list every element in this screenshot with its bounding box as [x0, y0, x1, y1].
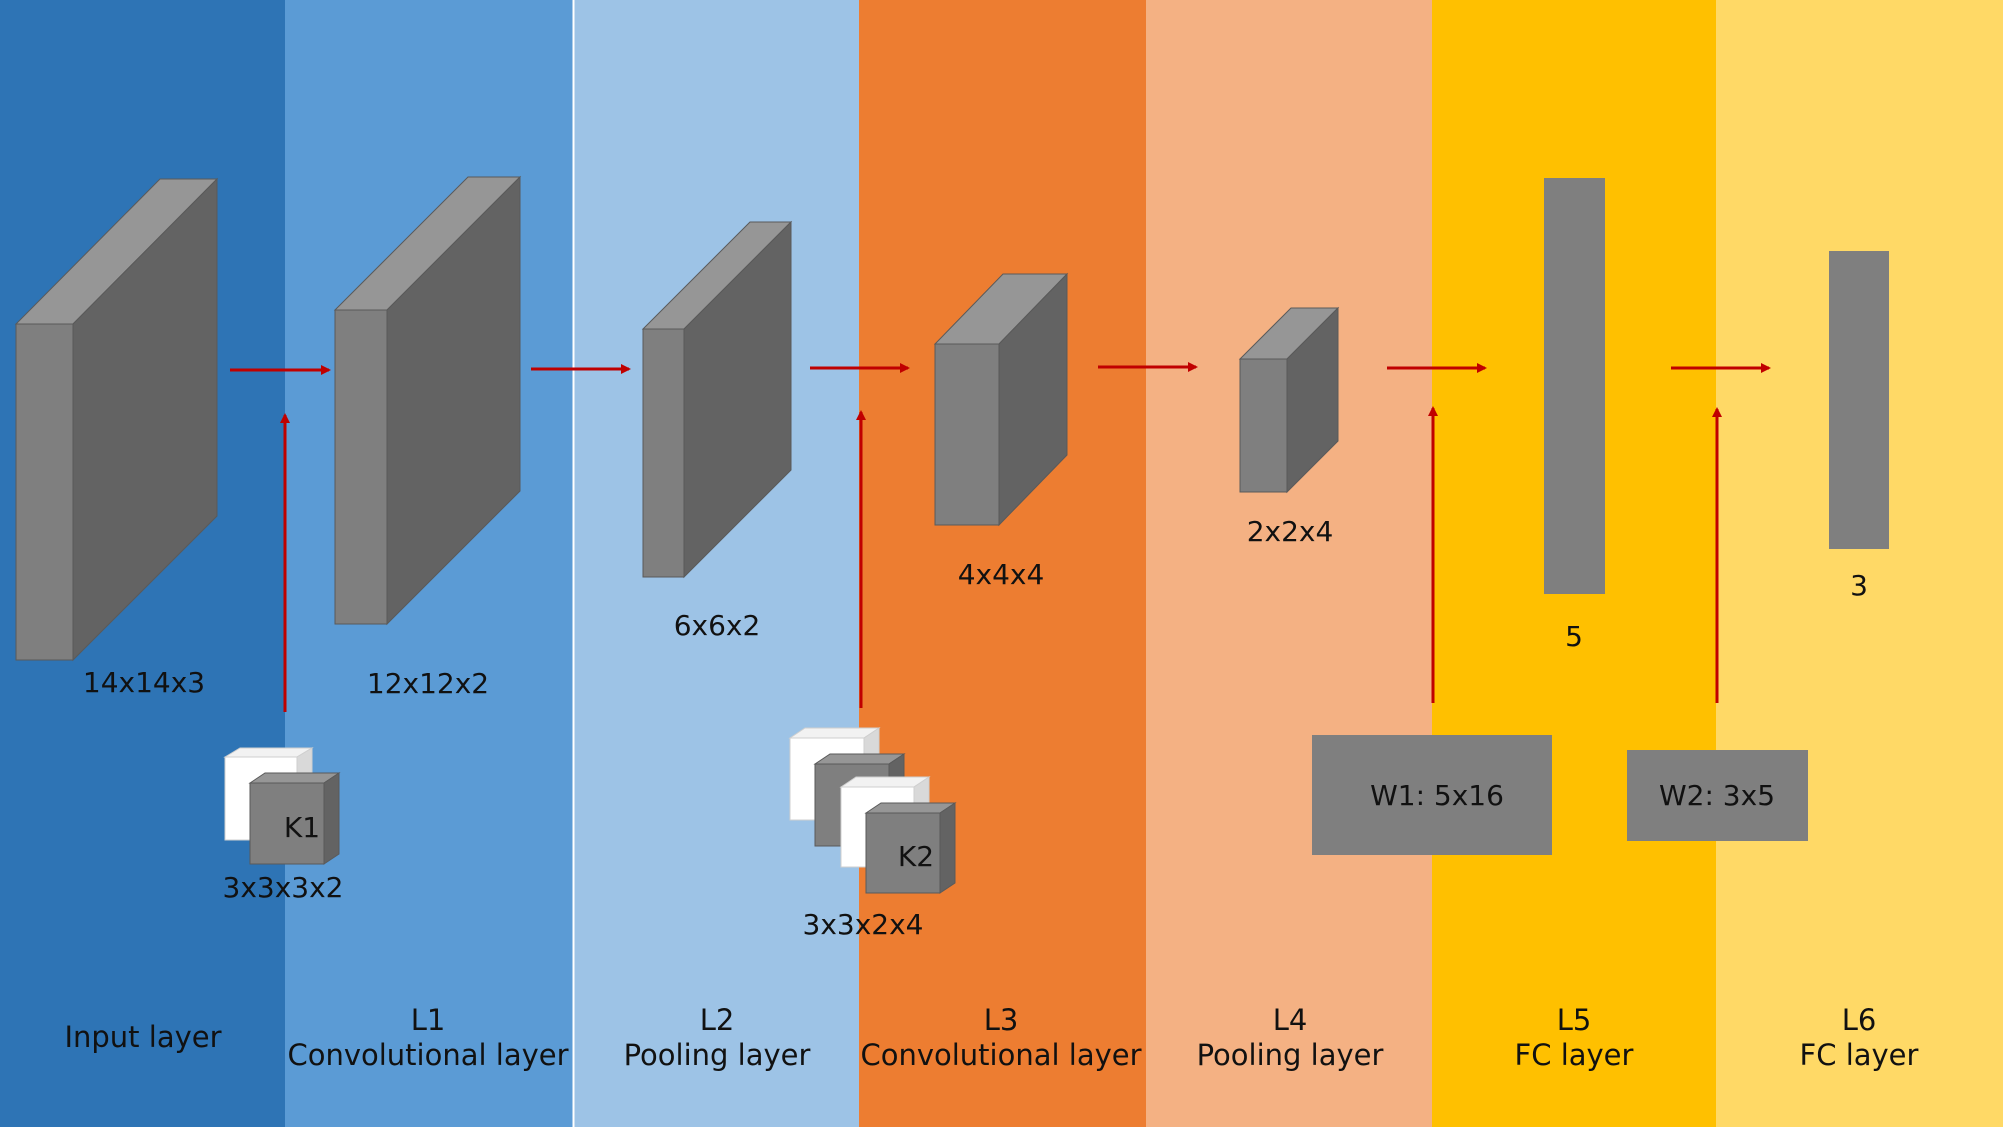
size-label-l3: 4x4x4	[958, 558, 1045, 591]
size-label-l1: 12x12x2	[367, 667, 489, 700]
layer-name-l2: Pooling layer	[624, 1038, 811, 1072]
kernel-k2-label: K2	[898, 840, 934, 873]
weight-w2: W2: 3x5	[1627, 750, 1808, 841]
size-label-l2: 6x6x2	[674, 609, 761, 642]
layer-id-l1: L1	[411, 1003, 446, 1037]
band-l3	[859, 0, 1146, 1127]
weight-w1: W1: 5x16	[1312, 735, 1552, 855]
parameter-arrows	[280, 406, 1722, 712]
layer-id-l2: L2	[700, 1003, 735, 1037]
feature-map-l2	[641, 220, 793, 579]
layer-id-l6: L6	[1842, 1003, 1877, 1037]
fc-vector-l6	[1829, 251, 1889, 549]
fc-vector-l5	[1544, 178, 1605, 594]
size-label-l4: 2x2x4	[1247, 515, 1334, 548]
feature-map-l4	[1238, 306, 1340, 494]
dimension-labels: 14x14x3 12x12x2 6x6x2 4x4x4 2x2x4 5 3 3x…	[83, 515, 1868, 941]
band-l6	[1716, 0, 2003, 1127]
band-l2	[573, 0, 859, 1127]
size-label-input: 14x14x3	[83, 666, 205, 699]
size-label-k2: 3x3x2x4	[803, 908, 924, 941]
layer-name-l4: Pooling layer	[1197, 1038, 1384, 1072]
feature-map-input	[14, 177, 219, 662]
layer-id-l3: L3	[984, 1003, 1019, 1037]
flow-arrows	[230, 362, 1771, 375]
kernel-k2: K2	[788, 727, 957, 894]
layer-id-l4: L4	[1273, 1003, 1308, 1037]
kernel-k1: K1	[223, 747, 341, 865]
kernel-k1-label: K1	[284, 811, 320, 844]
size-label-k1: 3x3x3x2	[223, 871, 344, 904]
layer-names: Input layer L1 Convolutional layer L2 Po…	[64, 1003, 1918, 1072]
feature-map-l3	[933, 272, 1069, 527]
weight-w1-label: W1: 5x16	[1370, 779, 1504, 812]
layer-name-l6: FC layer	[1800, 1038, 1919, 1072]
layer-id-l5: L5	[1557, 1003, 1592, 1037]
band-l4	[1146, 0, 1432, 1127]
layer-name-l3: Convolutional layer	[860, 1038, 1141, 1072]
size-label-l6: 3	[1850, 569, 1868, 602]
weight-w2-label: W2: 3x5	[1659, 779, 1775, 812]
size-label-l5: 5	[1565, 620, 1583, 653]
layer-name-l5: FC layer	[1515, 1038, 1634, 1072]
feature-map-l1	[333, 175, 522, 626]
layer-name-l1: Convolutional layer	[287, 1038, 568, 1072]
layer-name-input: Input layer	[64, 1020, 221, 1054]
